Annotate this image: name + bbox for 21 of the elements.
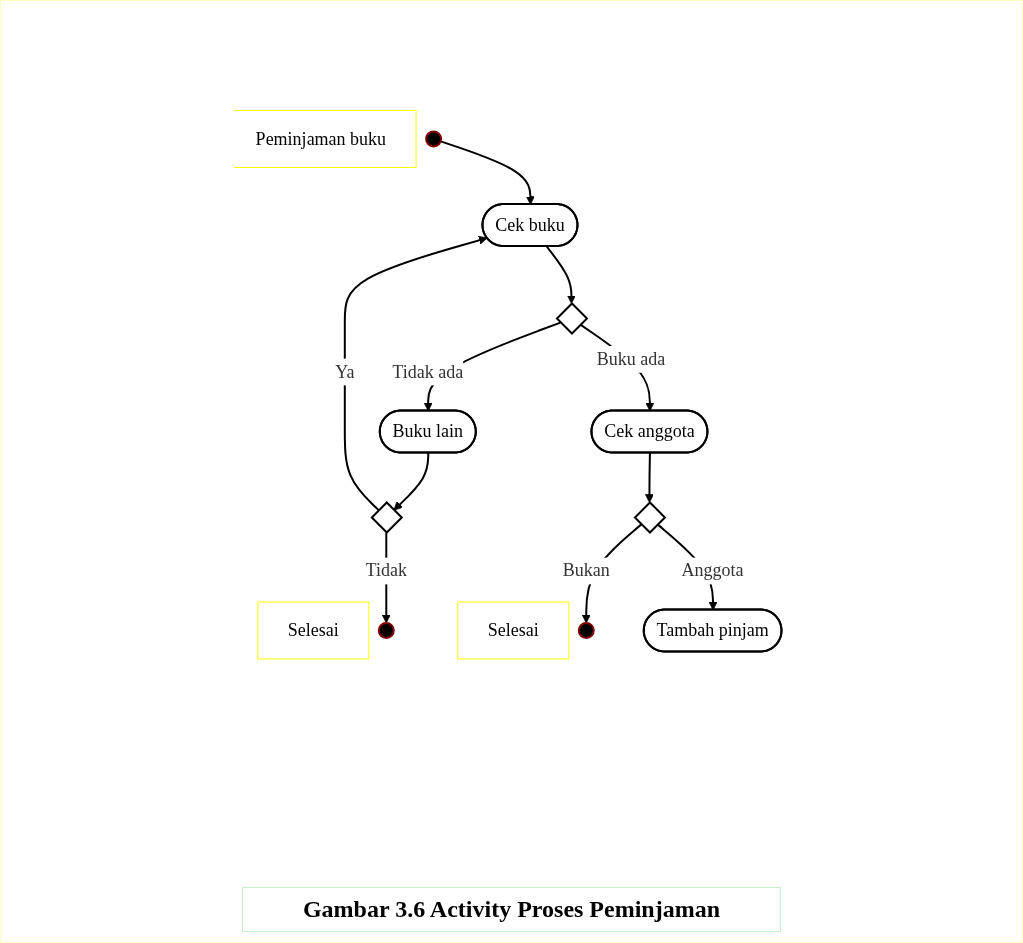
node-label: Selesai bbox=[287, 620, 339, 640]
edge-label: Ya bbox=[334, 361, 355, 382]
node-circle bbox=[577, 622, 595, 639]
node-diamond bbox=[633, 501, 667, 534]
arrow bbox=[439, 140, 535, 205]
edge-label: Bukan bbox=[562, 560, 610, 581]
node-circle bbox=[424, 130, 442, 148]
node-diamond bbox=[370, 501, 403, 534]
node-label: Selesai bbox=[487, 620, 539, 640]
edge-label: Tidak bbox=[365, 560, 407, 581]
edge-label: Tidak ada bbox=[392, 361, 463, 382]
node-circle bbox=[377, 622, 395, 639]
caption: Gambar 3.6 Activity Proses Peminjaman bbox=[241, 887, 782, 932]
edge-label: Buku ada bbox=[596, 348, 665, 369]
arrow bbox=[393, 452, 430, 511]
node-label: Peminjaman buku bbox=[255, 128, 386, 149]
edge-label: Anggota bbox=[681, 560, 744, 581]
arrow bbox=[545, 245, 576, 304]
arrow bbox=[644, 452, 654, 503]
node-diamond bbox=[555, 302, 589, 335]
arrow bbox=[343, 235, 488, 512]
